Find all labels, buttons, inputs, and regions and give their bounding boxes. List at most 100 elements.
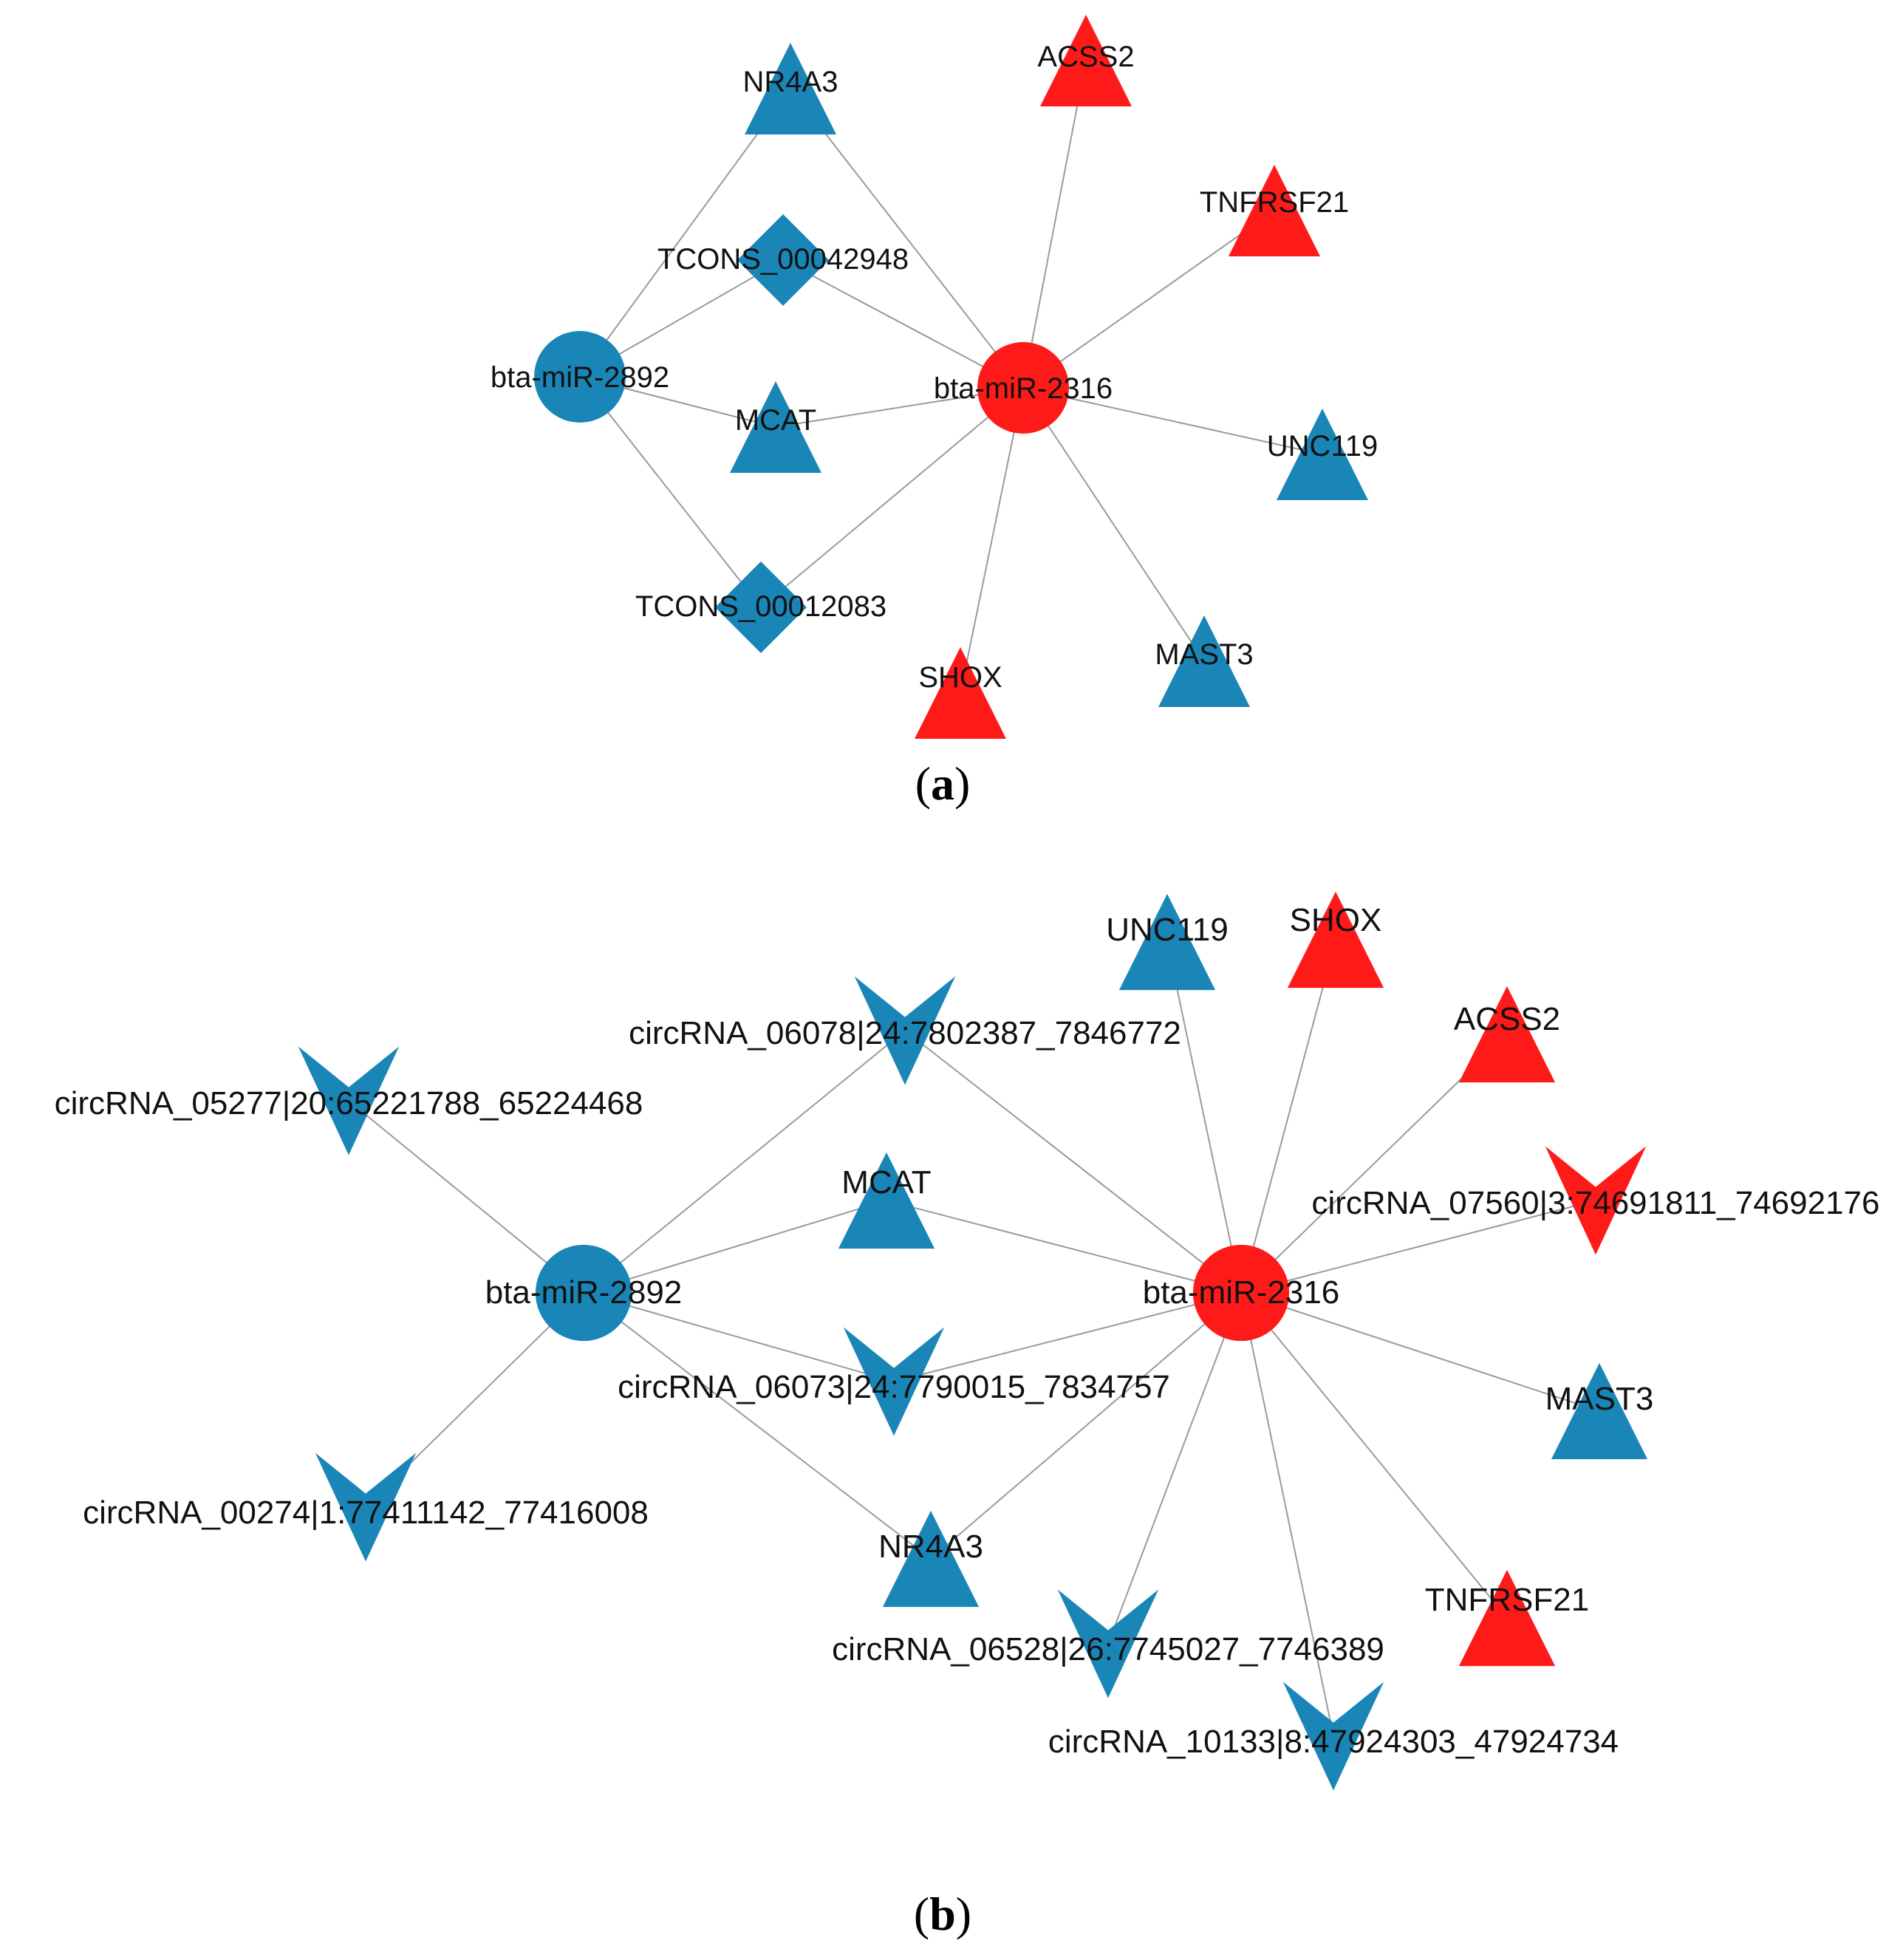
node-MCAT: MCAT bbox=[838, 1152, 935, 1249]
node-TCONS_00012083: TCONS_00012083 bbox=[635, 561, 886, 653]
node-ACSS2: ACSS2 bbox=[1454, 986, 1560, 1083]
panel-a-label: (a) bbox=[915, 757, 971, 810]
edge-bta-miR-2316-circRNA_06078 bbox=[904, 1030, 1242, 1294]
node-label: MCAT bbox=[735, 404, 816, 437]
vee-node-marker bbox=[1282, 1681, 1384, 1791]
diamond-node-marker bbox=[715, 561, 807, 653]
node-label: TCONS_00042948 bbox=[657, 243, 909, 276]
triangle-node-marker bbox=[1551, 1362, 1648, 1460]
node-MAST3: MAST3 bbox=[1155, 615, 1254, 707]
node-MCAT: MCAT bbox=[730, 381, 821, 473]
node-UNC119: UNC119 bbox=[1106, 893, 1229, 991]
edge-bta-miR-2892-NR4A3 bbox=[579, 88, 791, 378]
node-UNC119: UNC119 bbox=[1267, 409, 1378, 500]
node-label: ACSS2 bbox=[1454, 1001, 1560, 1037]
edge-bta-miR-2316-circRNA_10133 bbox=[1240, 1292, 1334, 1737]
node-circRNA_06528: circRNA_06528|26:7745027_7746389 bbox=[832, 1589, 1384, 1698]
node-label: SHOX bbox=[1290, 902, 1382, 938]
node-label: circRNA_06073|24:7790015_7834757 bbox=[618, 1369, 1170, 1405]
triangle-node-marker bbox=[1040, 15, 1132, 106]
node-label: TNFRSF21 bbox=[1200, 186, 1349, 219]
edge-bta-miR-2316-circRNA_06528 bbox=[1107, 1292, 1242, 1645]
node-label: ACSS2 bbox=[1037, 41, 1134, 73]
triangle-node-marker bbox=[915, 647, 1006, 739]
node-SHOX: SHOX bbox=[1287, 891, 1384, 988]
panel-a-network: bta-miR-2892 bta-miR-2316 NR4A3 ACSS2TNFRSF… bbox=[491, 15, 1378, 810]
node-label: SHOX bbox=[918, 661, 1002, 694]
edge-bta-miR-2892-MCAT bbox=[583, 1200, 887, 1294]
vee-node-marker bbox=[1057, 1589, 1159, 1698]
panel-a-edges bbox=[579, 60, 1323, 694]
edge-bta-miR-2316-circRNA_06073 bbox=[893, 1292, 1242, 1382]
edge-bta-miR-2892-TCONS_00012083 bbox=[579, 376, 762, 608]
triangle-node-marker bbox=[882, 1510, 980, 1608]
node-label: circRNA_00274|1:77411142_77416008 bbox=[83, 1495, 649, 1531]
circle-node-marker bbox=[977, 342, 1069, 434]
node-label: circRNA_06078|24:7802387_7846772 bbox=[629, 1015, 1181, 1051]
vee-node-marker bbox=[315, 1452, 417, 1562]
triangle-node-marker bbox=[1287, 891, 1384, 988]
node-label: circRNA_10133|8:47924303_47924734 bbox=[1048, 1724, 1619, 1760]
node-label: MCAT bbox=[841, 1164, 931, 1201]
edge-bta-miR-2316-MAST3 bbox=[1022, 387, 1205, 662]
edge-bta-miR-2892-circRNA_06078 bbox=[583, 1030, 906, 1294]
node-label: bta-miR-2316 bbox=[1143, 1274, 1340, 1311]
diamond-node-marker bbox=[737, 214, 829, 306]
node-bta-miR-2892: bta-miR-2892 bbox=[491, 331, 669, 423]
panel-b-label: (b) bbox=[914, 1888, 971, 1940]
edge-bta-miR-2316-MAST3 bbox=[1240, 1292, 1600, 1412]
node-circRNA_05277: circRNA_05277|20:65221788_65224468 bbox=[55, 1046, 643, 1155]
edge-bta-miR-2316-ACSS2 bbox=[1022, 60, 1087, 389]
triangle-node-marker bbox=[1458, 986, 1556, 1083]
node-bta-miR-2316: bta-miR-2316 bbox=[934, 342, 1113, 434]
node-TNFRSF21: TNFRSF21 bbox=[1425, 1569, 1589, 1667]
circle-node-marker bbox=[535, 1244, 632, 1342]
edge-bta-miR-2316-circRNA_07560 bbox=[1240, 1200, 1596, 1294]
triangle-node-marker bbox=[1118, 893, 1216, 991]
node-TNFRSF21: TNFRSF21 bbox=[1200, 165, 1349, 256]
node-label: circRNA_07560|3:74691811_74692176 bbox=[1311, 1185, 1879, 1221]
node-label: UNC119 bbox=[1106, 912, 1228, 948]
edge-bta-miR-2892-NR4A3 bbox=[583, 1292, 932, 1560]
node-NR4A3: NR4A3 bbox=[743, 43, 838, 134]
triangle-node-marker bbox=[730, 381, 821, 473]
edge-bta-miR-2316-MCAT bbox=[886, 1200, 1242, 1294]
edge-bta-miR-2316-TCONS_00012083 bbox=[760, 387, 1024, 608]
edge-bta-miR-2316-TNFRSF21 bbox=[1240, 1292, 1508, 1619]
node-label: NR4A3 bbox=[878, 1529, 983, 1565]
node-label: bta-miR-2316 bbox=[934, 372, 1113, 405]
node-NR4A3: NR4A3 bbox=[878, 1510, 983, 1608]
node-label: circRNA_06528|26:7745027_7746389 bbox=[832, 1631, 1384, 1667]
node-SHOX: SHOX bbox=[915, 647, 1006, 739]
node-MAST3: MAST3 bbox=[1545, 1362, 1654, 1460]
node-circRNA_06078: circRNA_06078|24:7802387_7846772 bbox=[629, 976, 1181, 1085]
node-label: MAST3 bbox=[1155, 638, 1253, 671]
node-circRNA_00274: circRNA_00274|1:77411142_77416008 bbox=[83, 1452, 649, 1562]
node-ACSS2: ACSS2 bbox=[1037, 15, 1135, 106]
vee-node-marker bbox=[298, 1046, 400, 1155]
triangle-node-marker bbox=[1277, 409, 1368, 500]
node-label: bta-miR-2892 bbox=[491, 361, 669, 394]
panel-a-nodes: bta-miR-2892 bta-miR-2316 NR4A3 ACSS2TNFRSF… bbox=[491, 15, 1378, 739]
vee-node-marker bbox=[854, 976, 956, 1085]
node-TCONS_00042948: TCONS_00042948 bbox=[657, 214, 909, 306]
node-label: TNFRSF21 bbox=[1425, 1582, 1589, 1618]
triangle-node-marker bbox=[745, 43, 836, 134]
vee-node-marker bbox=[843, 1327, 945, 1436]
edge-bta-miR-2316-UNC119 bbox=[1022, 387, 1323, 455]
node-label: TCONS_00012083 bbox=[635, 590, 886, 623]
triangle-node-marker bbox=[1158, 615, 1250, 707]
node-label: MAST3 bbox=[1545, 1381, 1654, 1417]
node-circRNA_06073: circRNA_06073|24:7790015_7834757 bbox=[618, 1327, 1170, 1436]
edge-bta-miR-2316-SHOX bbox=[960, 387, 1024, 694]
vee-node-marker bbox=[1545, 1146, 1647, 1255]
triangle-node-marker bbox=[1458, 1569, 1556, 1667]
edge-bta-miR-2316-TNFRSF21 bbox=[1022, 210, 1275, 389]
triangle-node-marker bbox=[1229, 165, 1320, 256]
edge-bta-miR-2316-NR4A3 bbox=[790, 88, 1024, 389]
node-bta-miR-2316: bta-miR-2316 bbox=[1143, 1244, 1340, 1342]
node-label: circRNA_05277|20:65221788_65224468 bbox=[55, 1085, 643, 1121]
